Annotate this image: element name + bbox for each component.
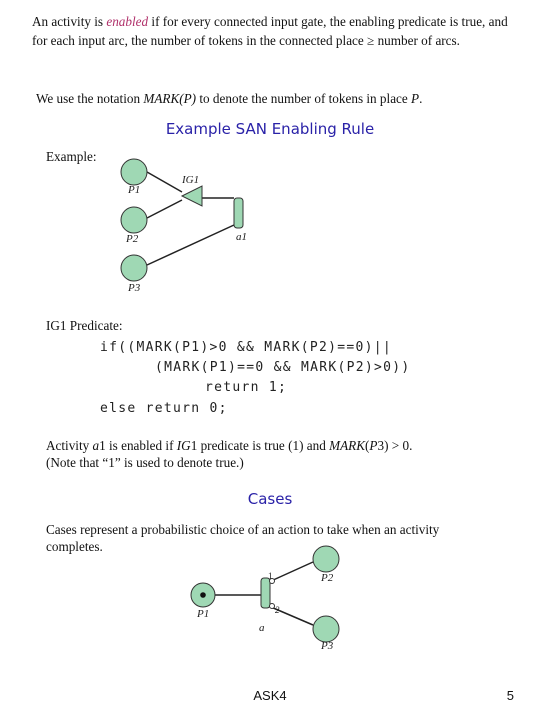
arc-case2-p3 [270, 606, 314, 626]
intro-text-start: An activity is [32, 14, 107, 29]
footer-center: ASK4 [253, 688, 287, 703]
label-p3: P3 [320, 640, 334, 652]
intro-text-end: if for every connected input gate, the e… [32, 14, 508, 48]
activity-text-c: 1 predicate is true (1) and [190, 438, 330, 453]
activity-text-d: ( [365, 438, 370, 453]
intro-paragraph: An activity is enabled if for every conn… [32, 12, 522, 50]
code-line-3: return 1; [205, 380, 288, 395]
place-p3 [120, 254, 148, 282]
label-a: a [259, 622, 265, 634]
code-line-2: (MARK(P1)==0 && MARK(P2)>0)) [155, 360, 411, 375]
san-diagram-cases: P1 P2 P3 a 1 2 [190, 545, 340, 652]
true-note: (Note that “1” is used to denote true.) [46, 455, 244, 470]
label-case-1: 1 [268, 571, 273, 581]
case-1-marker [269, 578, 275, 584]
predicate-label: IG1 Predicate: [46, 318, 123, 333]
activity-text-b: 1 is enabled if [99, 438, 177, 453]
notation-period: . [419, 91, 423, 106]
notation-text-middle: to denote the number of tokens in place [196, 91, 412, 106]
place-p1 [120, 158, 148, 186]
activity-a1 [233, 197, 244, 229]
place-p2 [120, 206, 148, 234]
code-line-4: else return 0; [100, 401, 228, 416]
label-p1: P1 [196, 608, 209, 620]
arc-p3-a1 [146, 224, 235, 266]
label-a1: a1 [236, 231, 247, 243]
case-2-marker [269, 603, 275, 609]
section-title-cases: Cases [247, 490, 293, 508]
arc-p2-ig1 [146, 199, 183, 219]
notation-text-start: We use the notation [36, 91, 144, 106]
san-diagram-example: P1 P2 P3 IG1 a1 [120, 158, 247, 294]
activity-enabled-sentence: Activity a1 is enabled if IG1 predicate … [46, 437, 506, 454]
activity-text-p3: P [369, 438, 378, 453]
notation-mark: MARK(P) [143, 91, 197, 106]
section-title-enabling-rule: Example SAN Enabling Rule [165, 120, 375, 138]
arc-p1-ig1 [146, 171, 183, 193]
example-label: Example: [46, 149, 97, 164]
label-p2: P2 [320, 572, 334, 584]
place-p2 [312, 545, 340, 573]
notation-paragraph: We use the notation MARK(P) to denote th… [36, 90, 516, 108]
code-line-1: if((MARK(P1)>0 && MARK(P2)==0)|| [100, 340, 393, 355]
label-p2: P2 [125, 233, 139, 245]
activity-text-mark: MARK [329, 438, 366, 453]
activity-text-a1: a [92, 438, 100, 453]
label-p1: P1 [127, 184, 140, 196]
cases-description: Cases represent a probabilistic choice o… [46, 522, 440, 554]
label-ig1: IG1 [181, 174, 199, 186]
enabled-term: enabled [106, 14, 149, 29]
arc-case1-p2 [270, 561, 314, 582]
place-p3 [312, 615, 340, 643]
activity-text-e: 3) > 0. [377, 438, 413, 453]
label-p3: P3 [127, 282, 141, 294]
activity-text-ig1: IG [176, 438, 191, 453]
activity-text-a: Activity [46, 438, 93, 453]
label-case-2: 2 [275, 605, 280, 615]
activity-a [260, 577, 271, 609]
page-number: 5 [506, 688, 514, 703]
notation-place: P [411, 91, 420, 106]
token-dot [200, 592, 206, 598]
input-gate-ig1 [180, 185, 203, 207]
